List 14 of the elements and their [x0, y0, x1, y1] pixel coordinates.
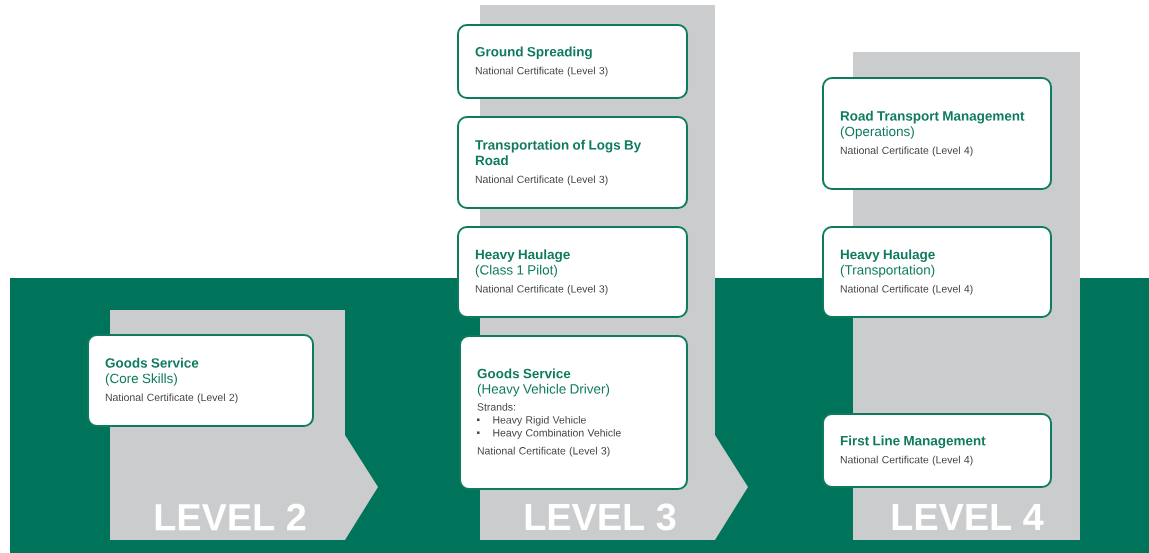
qualification-box	[457, 226, 688, 318]
qualification-box	[822, 77, 1052, 190]
certificate-text: National Certificate (Level 3)	[477, 446, 610, 457]
qualification-box	[87, 334, 314, 427]
qualification-box	[457, 116, 688, 209]
qualification-box	[457, 24, 688, 99]
qualification-box	[822, 413, 1052, 488]
strands-text: Strands:	[477, 402, 515, 411]
qualification-box	[459, 335, 688, 490]
bullet-item: Heavy Combination Vehicle	[477, 428, 621, 439]
subtitle-text: (Heavy Vehicle Driver)	[477, 383, 610, 397]
bullet-item: Heavy Rigid Vehicle	[477, 415, 586, 426]
qualification-box	[822, 226, 1052, 318]
title-text: Goods Service	[477, 368, 571, 379]
